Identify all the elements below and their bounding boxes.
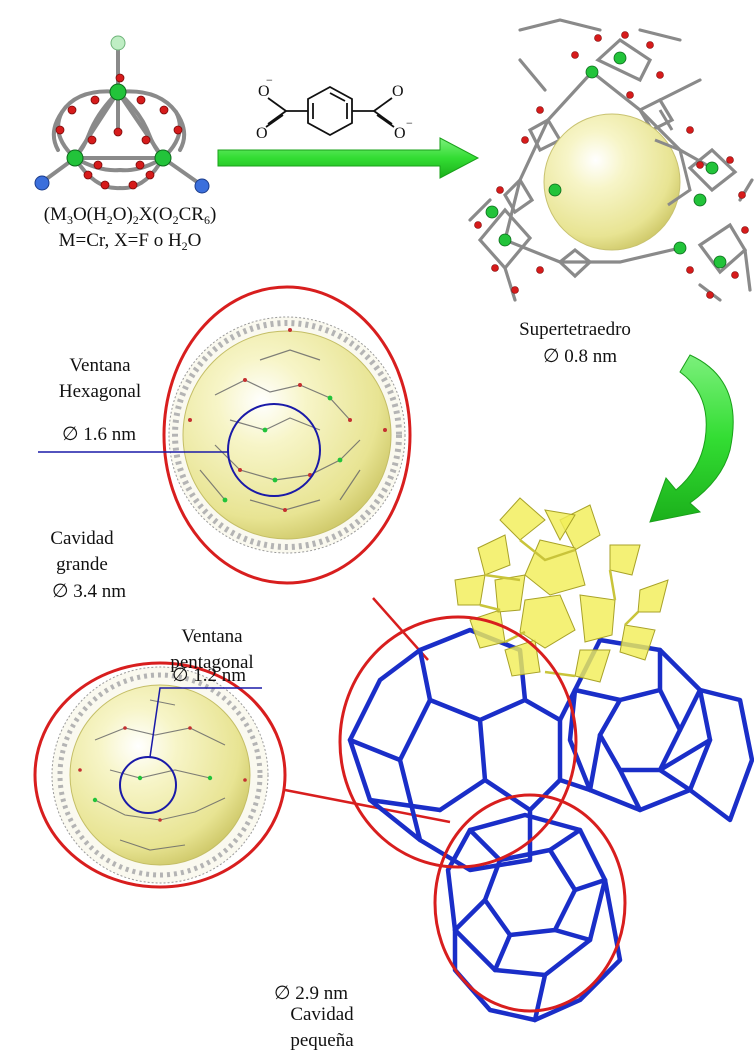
connector-small: [284, 788, 451, 824]
small-cage-ring: [433, 793, 627, 1013]
svg-text:O: O: [394, 125, 406, 142]
hexagonal-window-label-2: Hexagonal: [58, 381, 142, 402]
trinuclear-cluster: [34, 35, 210, 194]
svg-text:O: O: [258, 83, 270, 100]
large-cavity-label-1: Cavidad: [50, 528, 114, 549]
mil-framework: [347, 627, 754, 1023]
cluster-formula: (M3O(H2O)2X(O2CR6): [43, 204, 217, 227]
svg-text:−: −: [406, 116, 413, 130]
svg-text:O: O: [392, 83, 404, 100]
pentagonal-window-label-1: Ventana: [181, 626, 243, 647]
small-cavity-ring: [33, 661, 287, 889]
assembly-arrow: [649, 354, 734, 523]
tetrahedra-cluster: [454, 497, 669, 683]
large-cage-ring: [338, 615, 578, 869]
linker-atom-labels: O− O O O−: [256, 73, 413, 142]
small-cavity-size: ∅ 2.9 nm: [274, 983, 349, 1004]
terephthalate-linker: [265, 85, 395, 137]
pentagonal-window-label-2: pentagonal: [170, 652, 254, 673]
hexagonal-window-label-1: Ventana: [69, 355, 131, 376]
large-cavity-size: ∅ 3.4 nm: [52, 581, 127, 602]
pentagonal-window-pointer: [149, 687, 262, 758]
large-cavity-label-2: grande: [56, 554, 108, 575]
small-cavity-label-1: Cavidad: [290, 1004, 354, 1025]
large-cavity-ring: [162, 285, 412, 585]
supertetraedro-label: Supertetraedro: [519, 319, 631, 340]
supertetrahedron: [468, 18, 754, 302]
hexagonal-window-size: ∅ 1.6 nm: [62, 424, 137, 445]
reaction-arrow: [217, 137, 480, 179]
pentagonal-window-circle: [119, 756, 177, 814]
svg-text:−: −: [266, 73, 273, 87]
hexagonal-window-circle: [227, 403, 321, 497]
pentagonal-window-size: ∅ 1.2 nm: [172, 665, 247, 686]
small-cavity-label-2: pequeña: [290, 1030, 354, 1051]
large-cavity-sphere: [38, 285, 412, 585]
small-cavity-sphere: [33, 661, 287, 889]
metal-definition: M=Cr, X=F o H2O: [58, 230, 202, 253]
svg-text:O: O: [256, 125, 268, 142]
supertetraedro-size: ∅ 0.8 nm: [542, 346, 618, 367]
tetrahedra-edges: [479, 539, 639, 678]
